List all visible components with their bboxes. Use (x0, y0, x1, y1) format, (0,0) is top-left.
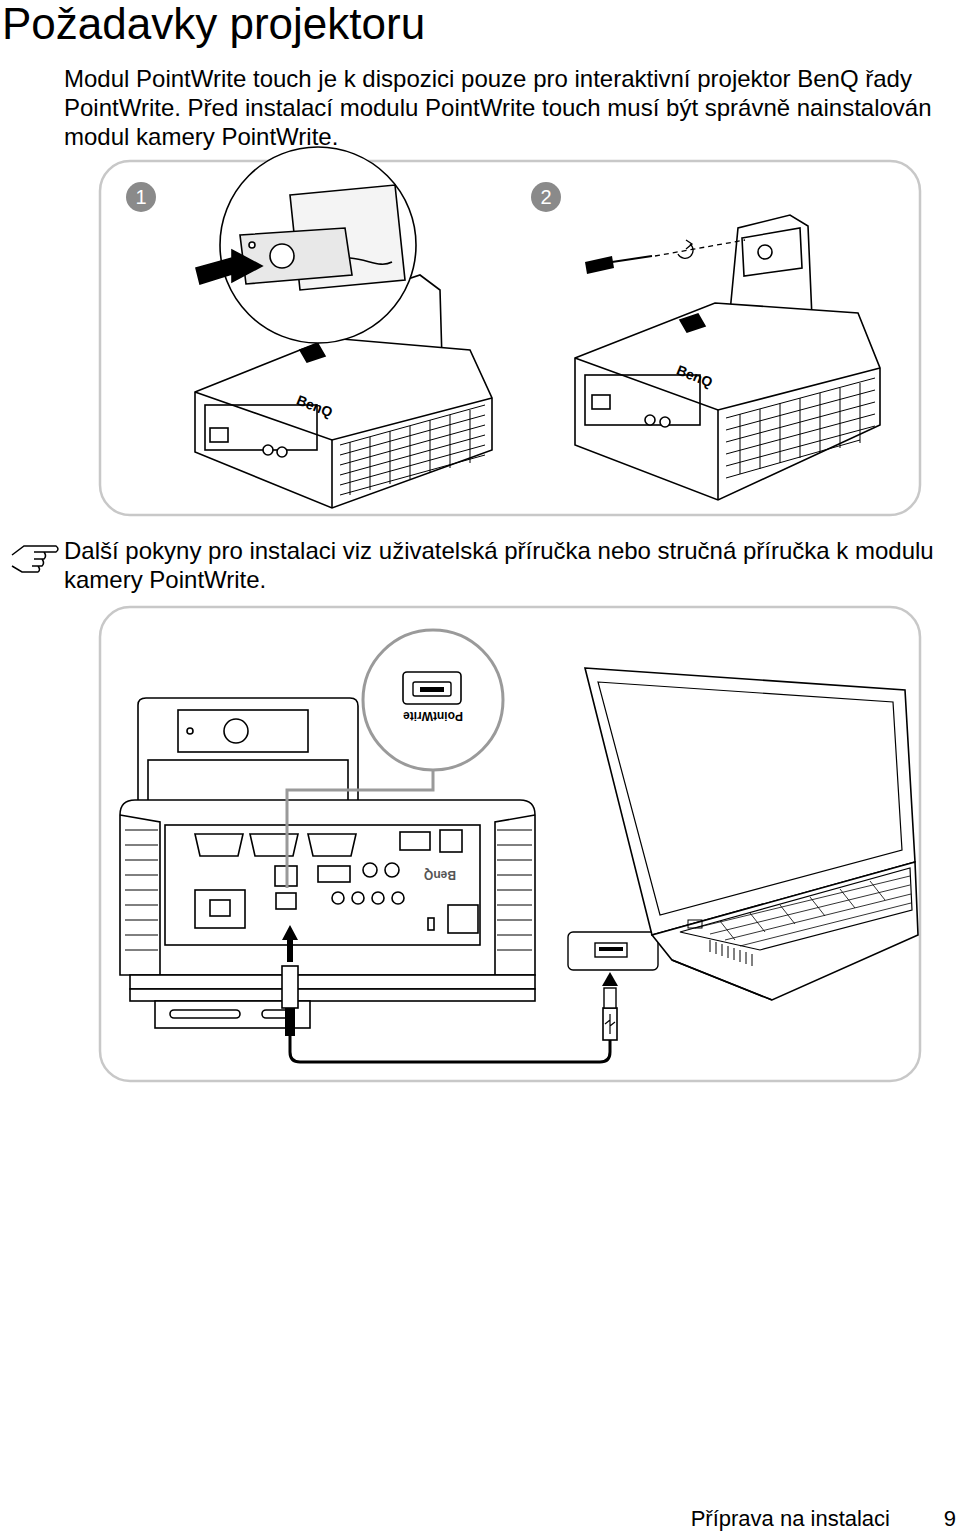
footer-section: Příprava na instalaci (640, 1506, 890, 1532)
page-number: 9 (928, 1506, 956, 1532)
note-hand-icon (12, 546, 58, 572)
callout-circle (531, 182, 561, 212)
callout-number: 2 (532, 185, 560, 209)
panel-frame (100, 607, 920, 1081)
zoom-circle (363, 630, 503, 770)
note-text: Další pokyny pro instalaci viz uživatels… (64, 536, 944, 594)
callout-number: 1 (127, 185, 155, 209)
leader-line (287, 770, 433, 888)
usb-port-zoom (403, 672, 461, 704)
port-label: PointWrite (398, 709, 468, 723)
usb-cable (282, 925, 658, 1062)
page-title: Požadavky projektoru (2, 0, 425, 48)
brand-logo: BenQ (424, 868, 456, 882)
projector-drawing (575, 215, 880, 500)
laptop (585, 668, 918, 1000)
camera-module-insert (196, 185, 405, 290)
screwdriver (585, 240, 745, 274)
panel-frame (100, 161, 920, 515)
zoom-circle (220, 147, 416, 343)
callout-circle (126, 182, 156, 212)
intro-paragraph: Modul PointWrite touch je k dispozici po… (64, 64, 944, 151)
